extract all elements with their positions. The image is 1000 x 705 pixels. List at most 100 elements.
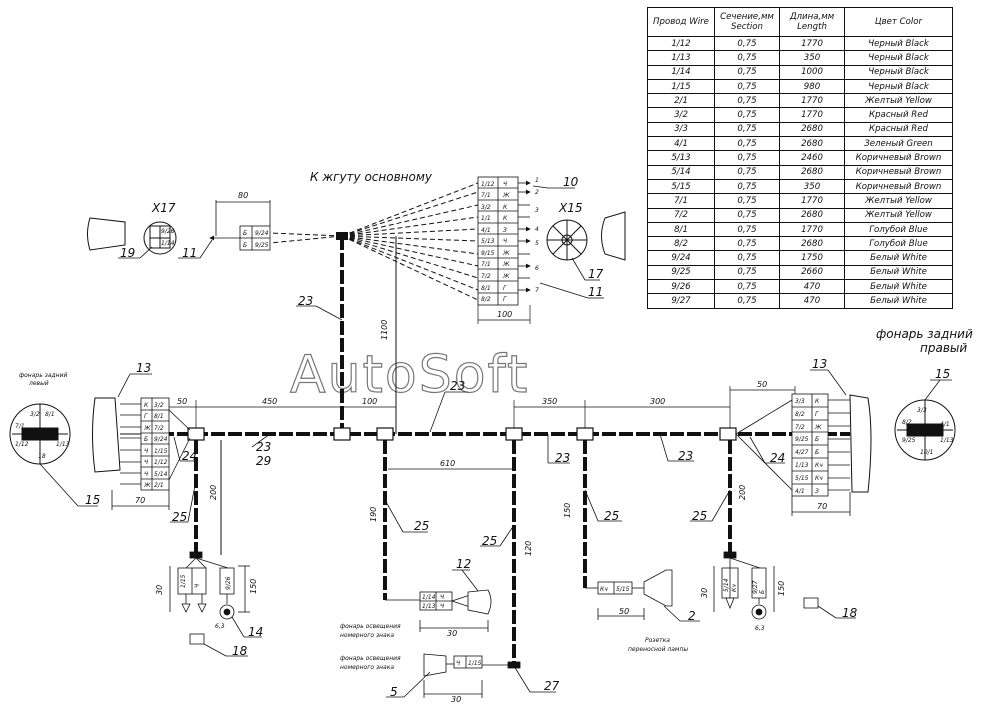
cell-wire: 1/13: [647, 50, 715, 66]
callout-25a: 25: [172, 510, 187, 524]
right-lamp-pin: 10/1: [920, 449, 933, 456]
svg-text:6: 6: [535, 265, 539, 272]
svg-text:З: З: [503, 227, 507, 234]
callout-24a: 24: [182, 449, 197, 463]
dim-30b-text: 30: [447, 629, 457, 638]
cell-color: Коричневый Brown: [844, 178, 953, 195]
cell-section: 0,75: [714, 50, 780, 66]
cell-color: Красный Red: [844, 107, 953, 123]
callout-10: 10: [563, 175, 579, 189]
svg-text:7/2: 7/2: [481, 273, 491, 280]
dim-100b-text: 100: [362, 397, 377, 406]
svg-text:4/1: 4/1: [481, 227, 491, 234]
cell-wire: 8/2: [647, 236, 715, 252]
left-lamp-pin: 18: [38, 453, 46, 460]
bottom-left-pin: Ч: [194, 584, 201, 588]
svg-text:8/2: 8/2: [795, 411, 805, 418]
dim-100-top-text: 100: [497, 310, 512, 319]
cell-color: Черный Black: [844, 35, 953, 52]
svg-text:К: К: [503, 215, 508, 222]
callout-23a: 23: [298, 294, 313, 308]
callout-15b-leader: [810, 369, 952, 401]
cell-length: 980: [779, 78, 845, 95]
callout-23b: 23: [450, 379, 465, 393]
callout-23e: 23: [678, 449, 693, 463]
callout-24b: 24: [770, 451, 785, 465]
cell-color: Голубой Blue: [844, 236, 953, 252]
cell-length: 2660: [779, 264, 845, 281]
dim-100-top: [477, 305, 531, 324]
callout-25d: 25: [604, 509, 619, 523]
cell-color: Черный Black: [844, 50, 953, 66]
header-length: Длина,мм Length: [779, 7, 845, 37]
callout-18b: 18: [842, 606, 858, 620]
right-lamp-pin: 9/25: [902, 437, 916, 444]
cell-color: Зеленый Green: [844, 136, 953, 152]
svg-text:8/1: 8/1: [154, 413, 164, 420]
watermark: AutoSoft: [290, 345, 529, 405]
left-pin-block: [111, 397, 191, 510]
socket-pin: Кч: [600, 586, 608, 593]
x17-pin: 9/25: [255, 242, 269, 249]
cell-wire: 9/26: [647, 279, 715, 295]
callout-23-leaders: [173, 305, 785, 464]
svg-text:Б: Б: [815, 449, 819, 456]
callout-5-27-leaders: [386, 665, 556, 698]
plate-lamp-1-label-2: номерного знака: [340, 632, 394, 639]
right-bottom-terminals: [713, 551, 819, 620]
svg-text:Ж: Ж: [502, 273, 510, 280]
svg-text:Б: Б: [144, 436, 148, 443]
cell-length: 470: [779, 279, 845, 295]
socket-pin: 5/15: [616, 586, 630, 593]
header-color: Цвет Color: [844, 7, 953, 37]
right-pin-block: [735, 393, 851, 516]
callout-11a-leader: [178, 239, 213, 259]
svg-text:1: 1: [535, 177, 539, 184]
cell-color: Черный Black: [844, 64, 953, 80]
cell-length: 1770: [779, 221, 845, 238]
svg-text:9/24: 9/24: [154, 436, 168, 443]
callout-12: 12: [456, 557, 471, 571]
cell-color: Белый White: [844, 279, 953, 295]
callout-17-leader: [571, 257, 600, 281]
cell-length: 350: [779, 50, 845, 66]
svg-text:5: 5: [535, 240, 539, 247]
dim-150b-text: 150: [249, 579, 258, 594]
cell-wire: 9/27: [647, 293, 715, 309]
dim-80-text: 80: [238, 191, 248, 200]
plate2-pin: 1/15: [468, 660, 482, 667]
svg-text:3: 3: [535, 207, 539, 214]
right-lamp-pin: 3/3: [917, 407, 927, 414]
cell-color: Белый White: [844, 250, 953, 266]
bottom-left-pin: 9/26: [225, 576, 232, 590]
dim-30a-text: 30: [155, 585, 164, 595]
cell-wire: 8/1: [647, 221, 715, 238]
cell-color: Коричневый Brown: [844, 164, 953, 180]
cell-color: Красный Red: [844, 121, 953, 138]
cell-length: 2680: [779, 207, 845, 223]
svg-text:7/1: 7/1: [481, 261, 491, 268]
svg-text:4/27: 4/27: [795, 449, 809, 456]
callout-2: 2: [688, 609, 696, 623]
cell-wire: 5/13: [647, 150, 715, 166]
callout-25c: 25: [482, 534, 497, 548]
cell-length: 1770: [779, 107, 845, 123]
cell-wire: 3/3: [647, 121, 715, 138]
cell-wire: 1/12: [647, 35, 715, 52]
callout-15a-leader: [39, 463, 98, 507]
plate-lamp-2-label-2: номерного знака: [340, 664, 394, 671]
svg-text:К: К: [815, 398, 820, 405]
callout-27: 27: [544, 679, 560, 693]
svg-text:1/1: 1/1: [481, 215, 491, 222]
callout-29: 29: [256, 454, 271, 468]
svg-text:Кч: Кч: [815, 462, 823, 469]
left-lamp-label-1: фонарь задний: [19, 372, 67, 379]
cell-section: 0,75: [714, 164, 780, 180]
